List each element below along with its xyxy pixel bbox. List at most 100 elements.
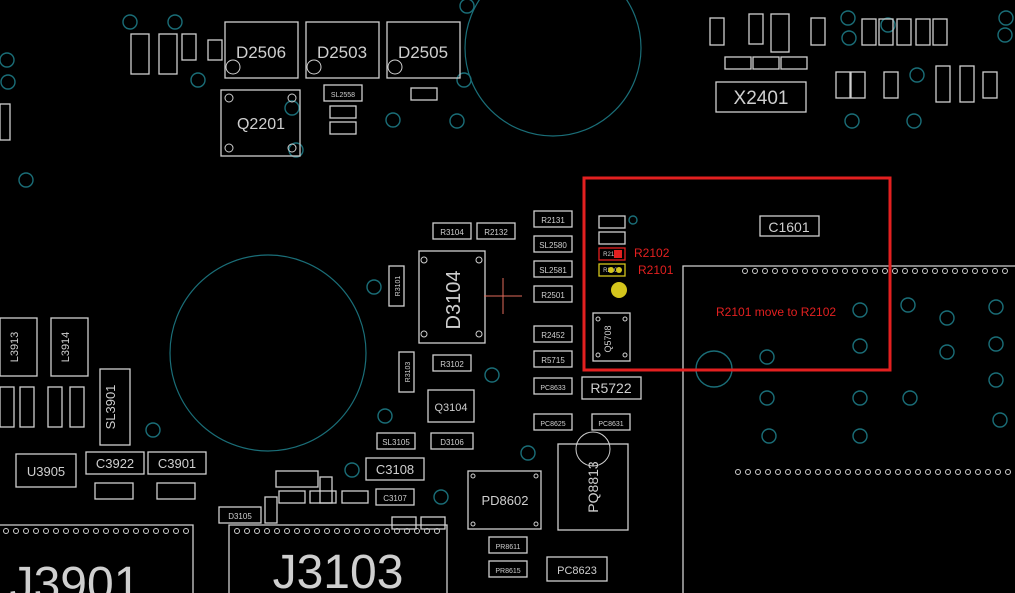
ic-pin-pad: [912, 268, 918, 274]
small-part-outline[interactable]: [275, 470, 319, 488]
c3922-outline[interactable]: [85, 451, 145, 475]
sl2581-outline[interactable]: [533, 260, 573, 278]
small-part-outline[interactable]: [598, 231, 626, 245]
large-via-ring-top: [464, 0, 642, 137]
small-part-outline[interactable]: [835, 71, 851, 99]
pr8615-outline[interactable]: [488, 560, 528, 578]
small-part-outline[interactable]: [770, 13, 790, 53]
r2132-outline[interactable]: [476, 222, 516, 240]
d2503-outline[interactable]: [305, 21, 380, 79]
ic-pin-pad: [855, 469, 861, 475]
d2506-outline[interactable]: [224, 21, 299, 79]
sl3105-outline[interactable]: [376, 432, 416, 450]
r3102-outline[interactable]: [432, 354, 472, 372]
d3104-outline[interactable]: [418, 250, 486, 344]
small-part-outline[interactable]: [158, 33, 178, 75]
pr8611-outline[interactable]: [488, 536, 528, 554]
d2505-outline[interactable]: [386, 21, 461, 79]
r2102-pads[interactable]: [598, 247, 626, 261]
small-part-outline[interactable]: [420, 516, 446, 530]
small-part-outline[interactable]: [264, 496, 278, 524]
small-part-outline[interactable]: [47, 386, 63, 428]
small-part-outline[interactable]: [883, 71, 899, 99]
small-part-outline[interactable]: [278, 490, 306, 504]
pc8625-outline[interactable]: [533, 413, 573, 431]
ic-pin-pad: [123, 528, 129, 534]
small-part-outline[interactable]: [130, 33, 150, 75]
r3101-outline[interactable]: [388, 265, 405, 307]
small-part-outline[interactable]: [896, 18, 912, 46]
label-c3901: C3901: [158, 456, 196, 471]
sl2580-outline[interactable]: [533, 235, 573, 253]
small-part-outline[interactable]: [319, 476, 333, 504]
small-part-outline[interactable]: [878, 18, 894, 46]
small-part-outline[interactable]: [598, 215, 626, 229]
small-part-outline[interactable]: [959, 65, 975, 103]
ic-pin-pad: [995, 469, 1001, 475]
label-pr8611: PR8611: [496, 544, 521, 551]
small-part-outline[interactable]: [69, 386, 85, 428]
small-part-outline[interactable]: [329, 105, 357, 119]
r5722-outline[interactable]: [581, 376, 642, 400]
pc8623-outline[interactable]: [546, 556, 608, 582]
c1601-outline[interactable]: [759, 215, 820, 237]
c3901-outline[interactable]: [147, 451, 207, 475]
r2501-outline[interactable]: [533, 285, 573, 303]
small-part-outline[interactable]: [156, 482, 196, 500]
r3104-outline[interactable]: [432, 222, 472, 240]
small-part-outline[interactable]: [0, 103, 11, 141]
c3108-outline[interactable]: [365, 457, 425, 481]
pd8602-outline[interactable]: [467, 470, 542, 530]
q2201-outline[interactable]: [220, 89, 301, 157]
small-part-outline[interactable]: [19, 386, 35, 428]
x2401-outline[interactable]: [715, 81, 807, 113]
r2452-outline[interactable]: [533, 325, 573, 343]
l3913-outline[interactable]: [0, 317, 38, 377]
ic-pin-pad: [254, 528, 260, 534]
small-part-outline[interactable]: [391, 516, 417, 530]
small-part-outline[interactable]: [861, 18, 877, 46]
u3905-outline[interactable]: [15, 453, 77, 488]
small-part-outline[interactable]: [181, 33, 197, 61]
q3104-outline[interactable]: [427, 389, 475, 423]
pc8633-outline[interactable]: [533, 377, 573, 395]
j3901-outline[interactable]: [0, 524, 194, 593]
j3103-outline[interactable]: [228, 524, 448, 593]
small-part-outline[interactable]: [748, 13, 764, 45]
label-q3104: Q3104: [434, 402, 467, 414]
small-part-outline[interactable]: [810, 17, 826, 46]
sl2558-outline[interactable]: [323, 84, 363, 102]
small-part-outline[interactable]: [935, 65, 951, 103]
small-part-outline[interactable]: [329, 121, 357, 135]
r5715-outline[interactable]: [533, 350, 573, 368]
small-part-outline[interactable]: [207, 39, 223, 61]
small-part-outline[interactable]: [982, 71, 998, 99]
small-part-outline[interactable]: [410, 87, 438, 101]
d3105-outline[interactable]: [218, 506, 262, 524]
small-part-outline[interactable]: [850, 71, 866, 99]
c3107-outline[interactable]: [375, 488, 415, 506]
pq8813-outline[interactable]: [557, 443, 629, 531]
r2131-outline[interactable]: [533, 210, 573, 228]
d3106-outline[interactable]: [430, 432, 474, 450]
r3103-outline[interactable]: [398, 351, 415, 393]
l3914-outline[interactable]: [50, 317, 89, 377]
q5708-outline[interactable]: [592, 312, 631, 362]
small-part-outline[interactable]: [915, 18, 931, 46]
small-part-outline[interactable]: [341, 490, 369, 504]
label-pc8623: PC8623: [557, 565, 597, 577]
ic-pin-pad: [83, 528, 89, 534]
small-part-outline[interactable]: [94, 482, 134, 500]
small-part-outline[interactable]: [724, 56, 752, 70]
small-part-outline[interactable]: [0, 386, 15, 428]
pc8631-outline[interactable]: [591, 413, 631, 431]
small-part-outline[interactable]: [932, 18, 948, 46]
label-j3103: J3103: [273, 546, 404, 593]
r2101-pads[interactable]: [598, 263, 626, 277]
label-d2506: D2506: [236, 43, 286, 62]
small-part-outline[interactable]: [752, 56, 780, 70]
sl3901-outline[interactable]: [99, 368, 131, 446]
small-part-outline[interactable]: [709, 17, 725, 46]
ic-pin-pad: [862, 268, 868, 274]
small-part-outline[interactable]: [780, 56, 808, 70]
